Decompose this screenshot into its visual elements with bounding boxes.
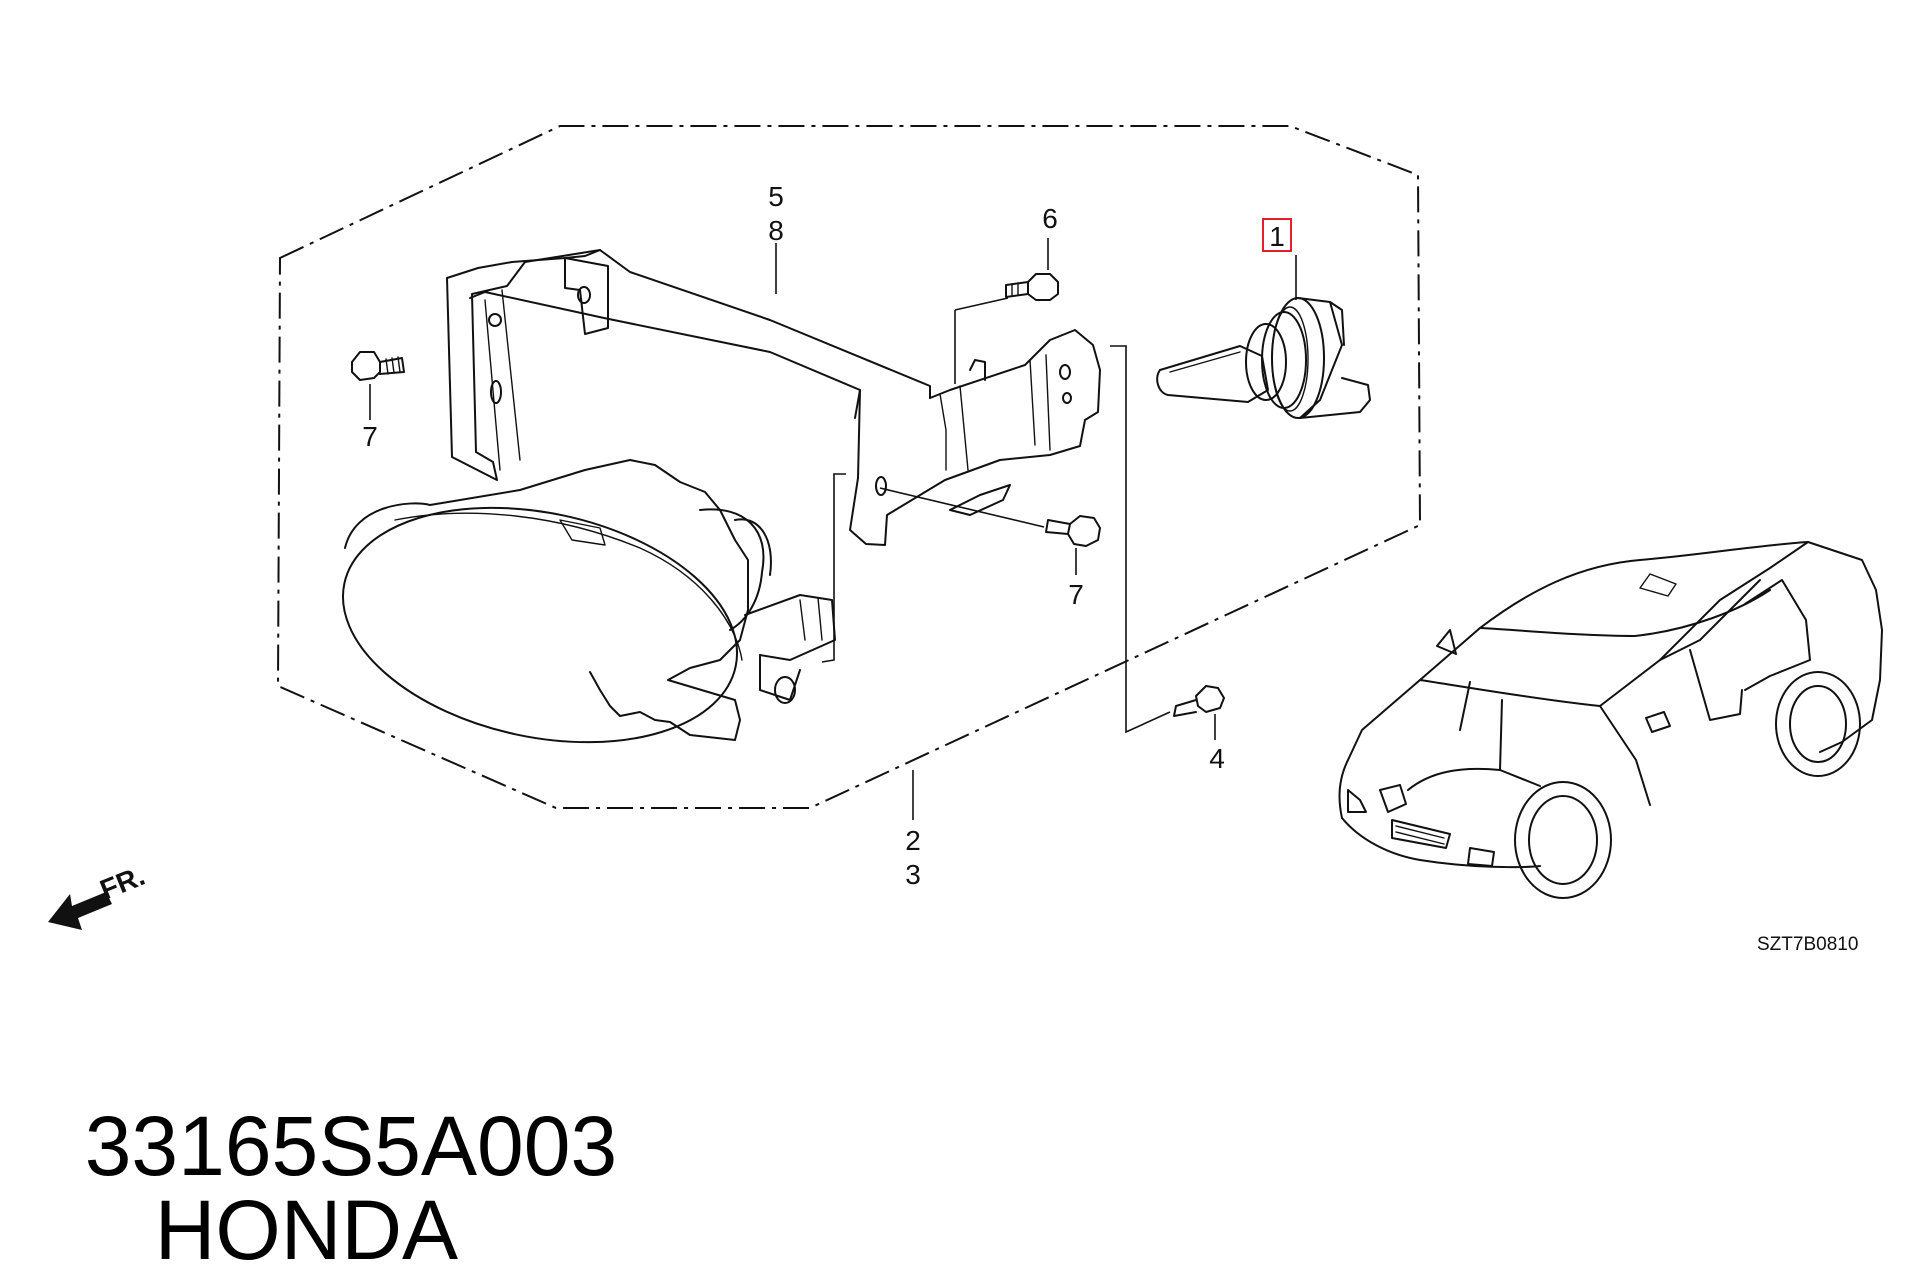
bolt-7-right — [1045, 515, 1101, 547]
leader-lines — [369, 238, 1297, 820]
callout-5[interactable]: 5 — [768, 181, 784, 212]
fog-light-lens — [341, 506, 739, 744]
diagram-code: SZT7B0810 — [1757, 934, 1858, 955]
front-direction-label: FR. — [96, 860, 149, 906]
callout-2[interactable]: 2 — [905, 825, 921, 856]
parts-diagram: FR. 1 5 8 6 7 7 4 2 3 SZT7B0810 — [48, 125, 1883, 955]
fog-light-housing — [341, 459, 836, 744]
part-number: 33165S5A003 — [84, 1099, 618, 1193]
screw-4 — [1173, 685, 1225, 717]
mounting-bracket — [446, 249, 1101, 546]
car-illustration — [1338, 541, 1883, 899]
front-direction-arrow-icon — [48, 892, 112, 930]
fog-light-bulb — [1156, 297, 1371, 419]
highlighted-callout-box[interactable] — [1262, 218, 1292, 252]
callout-6[interactable]: 6 — [1042, 203, 1058, 234]
bolt-7-left — [351, 351, 405, 381]
callout-8[interactable]: 8 — [768, 215, 784, 246]
callout-7-right[interactable]: 7 — [1068, 579, 1084, 610]
assembly-boundary — [276, 125, 1422, 809]
brand-name: HONDA — [154, 1183, 459, 1277]
bolt-6 — [1005, 273, 1059, 301]
callout-3[interactable]: 3 — [905, 859, 921, 890]
callout-1[interactable]: 1 — [1269, 221, 1285, 252]
front-direction-indicator: FR. — [48, 860, 149, 930]
part-caption: 33165S5A003 HONDA — [38, 1020, 618, 1277]
callout-4[interactable]: 4 — [1209, 743, 1225, 774]
callout-7-left[interactable]: 7 — [362, 421, 378, 452]
